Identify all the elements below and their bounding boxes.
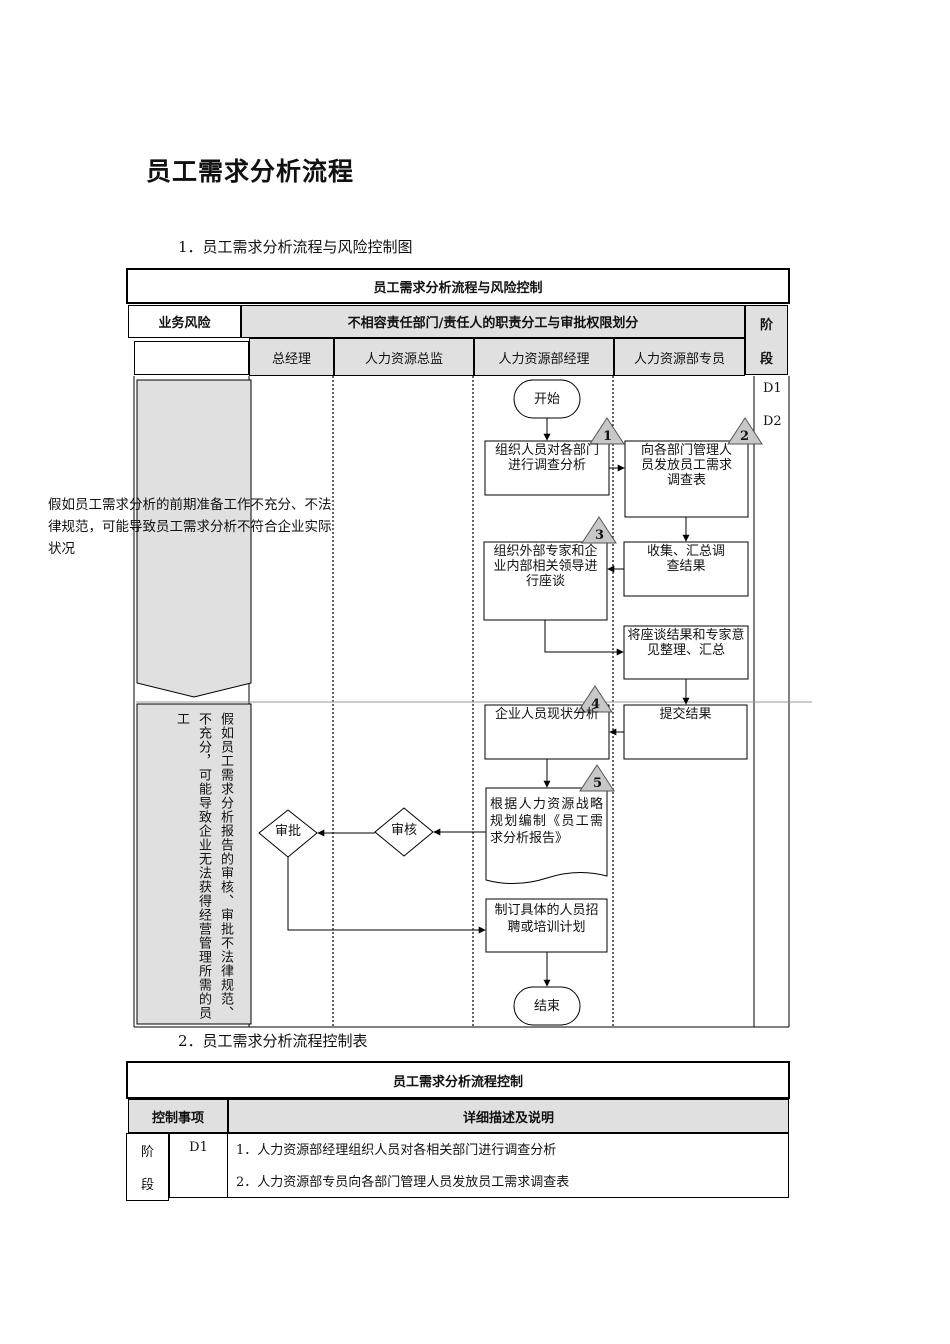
control-desc-header: 详细描述及说明 (228, 1099, 789, 1133)
control-desc-line-1: 1．人力资源部经理组织人员对各相关部门进行调查分析 (236, 1143, 557, 1158)
risk-subheader-blank (134, 341, 249, 375)
risk-marker-1: 1 (603, 429, 613, 444)
control-table-title: 员工需求分析流程控制 (126, 1061, 790, 1099)
control-stage-code-cell: D1 (169, 1133, 228, 1198)
control-desc-cell: 1．人力资源部经理组织人员对各相关部门进行调查分析 2．人力资源部专员向各部门管… (228, 1133, 789, 1198)
control-desc-line-2: 2．人力资源部专员向各部门管理人员发放员工需求调查表 (236, 1175, 570, 1190)
risk-marker-4: 4 (591, 697, 601, 712)
risk-marker-3: 3 (595, 528, 605, 543)
box-distribute (624, 440, 749, 518)
risk-marker-5: 5 (593, 776, 603, 791)
duties-column-header: 不相容责任部门/责任人的职责分工与审批权限划分 (241, 305, 745, 338)
section-heading-2: 2．员工需求分析流程控制表 (178, 1032, 368, 1050)
risk-shape-1 (136, 379, 252, 698)
step-forum-label: 组织外部专家和企业内部相关领导进行座谈 (493, 544, 598, 589)
role-header-hr-manager: 人力资源部经理 (474, 338, 614, 376)
section-heading-1: 1．员工需求分析流程与风险控制图 (178, 238, 413, 256)
page-title: 员工需求分析流程 (146, 157, 355, 186)
risk-shape-2 (136, 703, 252, 1025)
stage-label-d2: D2 (763, 414, 782, 429)
control-item-header: 控制事项 (128, 1099, 228, 1133)
risk-marker-4-shape (577, 685, 613, 713)
step-distribute-label: 向各部门管理人员发放员工需求调查表 (640, 443, 732, 488)
role-header-gm: 总经理 (249, 338, 334, 376)
role-header-hr-specialist: 人力资源部专员 (614, 338, 745, 376)
risk-marker-1-shape (589, 417, 625, 445)
arrow-forum-organize (544, 620, 624, 656)
review-label: 审核 (390, 823, 417, 838)
end-label: 结束 (533, 998, 560, 1014)
step-plan-label: 制订具体的人员招聘或培训计划 (494, 903, 599, 935)
approve-label: 审批 (274, 824, 301, 839)
step-collect-label: 收集、汇总调查结果 (646, 544, 725, 574)
step-organize-label: 将座谈结果和专家意见整理、汇总 (627, 628, 745, 658)
box-plan (485, 898, 608, 953)
box-collect (623, 541, 749, 597)
stage-column-header: 阶 段 (745, 305, 788, 375)
risk-marker-5-shape (579, 764, 615, 792)
step-submit-label: 提交结果 (659, 707, 712, 722)
start-label: 开始 (533, 391, 560, 407)
box-submit (623, 704, 748, 760)
flow-table-title: 员工需求分析流程与风险控制 (126, 268, 790, 304)
step-status-label: 企业人员现状分析 (494, 707, 599, 722)
arrow-approve-plan (287, 857, 486, 934)
control-stage-cell: 阶 段 (126, 1133, 169, 1201)
box-survey (484, 440, 610, 496)
control-stage-char-2: 段 (140, 1178, 154, 1193)
box-forum (483, 541, 608, 621)
stage-header-char-1: 阶 (759, 317, 773, 333)
control-stage-char-1: 阶 (140, 1145, 154, 1160)
doc-report (485, 787, 608, 884)
end-terminator (513, 986, 581, 1026)
risk-marker-3-shape (581, 516, 617, 544)
stage-label-d1: D1 (763, 381, 782, 396)
risk-column-header: 业务风险 (128, 305, 241, 338)
box-organize (623, 625, 749, 680)
risk-text-2: 假如员工需求分析报告的审核、审批不法律规范、不充分，可能导致企业无法获得经营管理… (174, 712, 233, 1020)
step-report-label: 根据人力资源战略规划编制《员工需求分析报告》 (490, 797, 603, 846)
step-survey-label: 组织人员对各部门进行调查分析 (494, 443, 599, 473)
box-status (484, 704, 610, 760)
role-header-hr-director: 人力资源总监 (334, 338, 474, 376)
risk-marker-2: 2 (740, 429, 750, 444)
risk-marker-2-shape (727, 417, 763, 445)
risk-text-1: 假如员工需求分析的前期准备工作不充分、不法律规范，可能导致员工需求分析不符合企业… (48, 497, 332, 557)
diamond-review (374, 807, 434, 857)
stage-header-char-2: 段 (759, 351, 773, 367)
